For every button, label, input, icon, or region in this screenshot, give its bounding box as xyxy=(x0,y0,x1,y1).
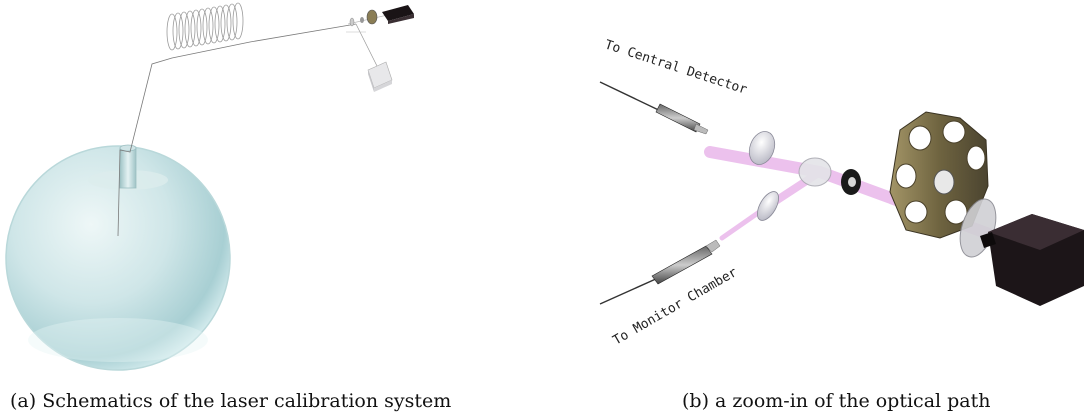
focusing-lens-upper xyxy=(748,131,776,165)
panel-b-optical-path: To Central Detector To Monitor Chamber (… xyxy=(540,0,1084,419)
detector-sphere xyxy=(5,145,231,371)
caption-b: (b) a zoom-in of the optical path xyxy=(682,390,991,412)
optical-path-drawing: To Central Detector To Monitor Chamber xyxy=(599,38,1084,349)
fiber-to-monitor-chamber xyxy=(599,239,721,305)
focusing-lens-lower xyxy=(757,191,779,221)
filter-wheel xyxy=(889,111,989,239)
optical-fiber xyxy=(117,23,357,237)
beam-splitter xyxy=(798,157,832,187)
label-to-central-detector: To Central Detector xyxy=(603,38,749,98)
caption-a: (a) Schematics of the laser calibration … xyxy=(10,390,452,412)
optics-cluster xyxy=(346,9,393,69)
laser-head xyxy=(382,5,414,24)
label-to-monitor-chamber: To Monitor Chamber xyxy=(611,265,741,349)
schematic-drawing xyxy=(5,2,414,371)
fiber-coil xyxy=(166,2,244,51)
aperture xyxy=(841,169,861,195)
panel-a-schematic: (a) Schematics of the laser calibration … xyxy=(0,0,540,419)
monitor-chamber xyxy=(367,61,393,92)
laser-head xyxy=(980,214,1084,306)
sphere-chimney xyxy=(119,144,137,189)
fiber-to-central-detector xyxy=(599,81,709,135)
